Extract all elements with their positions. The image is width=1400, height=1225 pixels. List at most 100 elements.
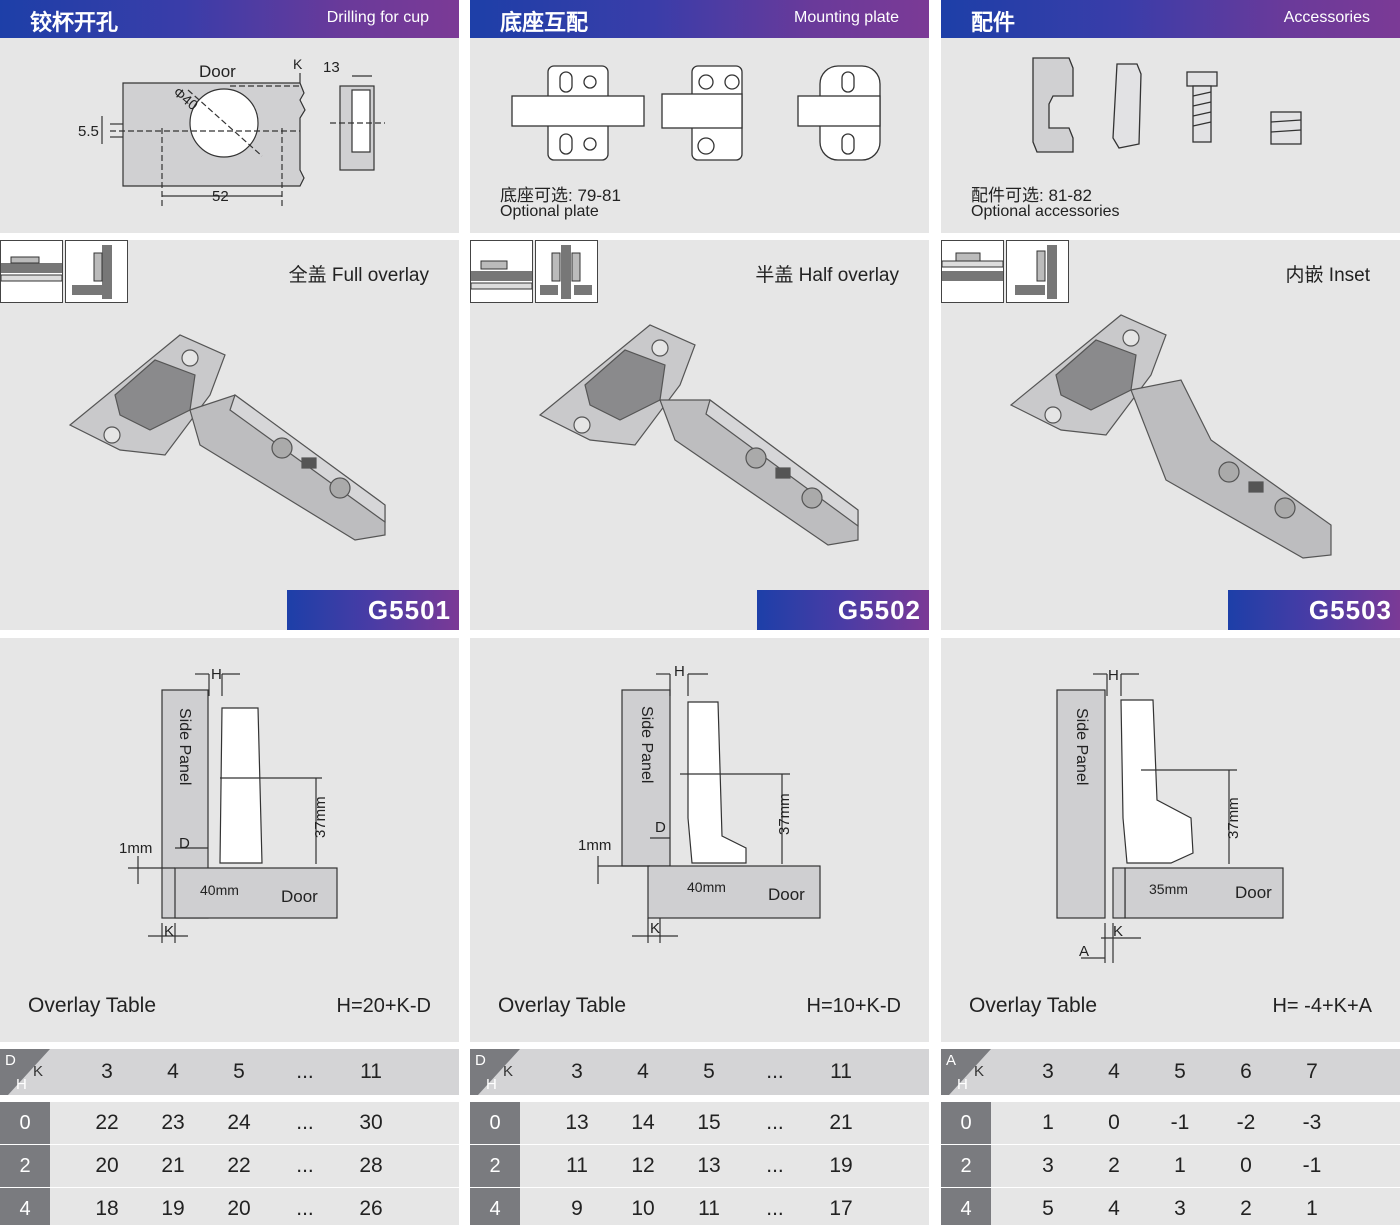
drill-k-label: K [293, 56, 303, 72]
k-value: 5 [703, 1060, 715, 1083]
d-label: D [179, 835, 190, 852]
k-value: 4 [167, 1060, 179, 1083]
model-badge: G5501 [287, 590, 459, 630]
k-value: 4 [1108, 1060, 1120, 1083]
model-badge: G5503 [1228, 590, 1400, 630]
drilling-diagram: Door K 13 5.5 Φ40 52 [78, 56, 385, 206]
accessories-cn: 配件可选: 81-82 [971, 186, 1092, 205]
k-value: 5 [233, 1060, 245, 1083]
product-panel-g5503: 内嵌 Inset G5503 [941, 240, 1400, 630]
header-en: Drilling for cup [326, 9, 429, 26]
drill-52-label: 52 [212, 188, 229, 205]
table-row: 0 22 23 24 ... 30 [0, 1102, 459, 1144]
table-row: 4 9 10 11 ... 17 [470, 1188, 929, 1225]
model-badge: G5502 [757, 590, 929, 630]
side-panel-label: Side Panel [638, 706, 655, 783]
mounting-panel: 底座可选: 79-81 Optional plate [470, 38, 929, 233]
k-value: 3 [571, 1060, 583, 1083]
cup-label: 35mm [1149, 881, 1188, 897]
overlay-type-title: 内嵌 Inset [1285, 265, 1370, 286]
h-label: H [211, 666, 222, 683]
depth-label: 37mm [776, 793, 793, 835]
overlay-diagram: Side Panel Door H D K 1mm 40mm 37mm [119, 666, 338, 943]
k-label: K [1113, 923, 1123, 940]
k-value: 7 [1306, 1060, 1318, 1083]
drill-55-label: 5.5 [78, 123, 99, 140]
side-panel-label: Side Panel [1073, 708, 1090, 785]
table-header-row: D H K 3 4 5 ... 11 [470, 1049, 929, 1095]
overlay-diagram-panel: Side Panel Door H D K 1mm 40mm 37mm Over… [0, 638, 459, 1042]
mounting-cn: 底座可选: 79-81 [500, 186, 621, 205]
k-value: 5 [1174, 1060, 1186, 1083]
table-corner: D H K [470, 1049, 520, 1095]
table-row: 4 18 19 20 ... 26 [0, 1188, 459, 1225]
mounting-plates-image [511, 65, 881, 161]
column-g5503: 配件 Accessories 配件可选: 81-82 Optional acce… [941, 0, 1400, 1225]
header-cn: 配件 [971, 10, 1016, 35]
gap-label: 1mm [119, 840, 152, 857]
side-panel-label: Side Panel [176, 708, 193, 785]
overlay-diagram: Side Panel Door H K A 35mm 37mm [1056, 667, 1284, 963]
cup-label: 40mm [687, 879, 726, 895]
k-value: 6 [1240, 1060, 1252, 1083]
k-value: 3 [101, 1060, 113, 1083]
overlay-diagram: Side Panel Door H D K 1mm 40mm 37mm [578, 663, 821, 943]
k-value: 11 [360, 1060, 382, 1083]
overlay-type-title: 全盖 Full overlay [288, 265, 429, 286]
depth-label: 37mm [1225, 797, 1242, 839]
product-panel-g5502: 半盖 Half overlay G5502 [470, 240, 929, 630]
k-value: ... [296, 1060, 314, 1083]
table-title: Overlay Table [498, 994, 627, 1017]
formula: H=10+K-D [806, 995, 902, 1017]
table-header-row: D H K 3 4 5 ... 11 [0, 1049, 459, 1095]
table-row: 0 13 14 15 ... 21 [470, 1102, 929, 1144]
door-label: Door [281, 887, 318, 906]
table-row: 2 3 2 1 0 -1 [941, 1145, 1400, 1187]
table-title: Overlay Table [28, 994, 157, 1017]
overlay-diagram-panel: Side Panel Door H K A 35mm 37mm Overlay … [941, 638, 1400, 1042]
header-cn: 底座互配 [500, 10, 589, 35]
overlay-thumb-1 [0, 240, 63, 303]
column-g5502: 底座互配 Mounting plate 底座可选: [470, 0, 929, 1225]
table-corner: D H K [0, 1049, 50, 1095]
accessories-panel: 配件可选: 81-82 Optional accessories [941, 38, 1400, 233]
overlay-thumb-2 [535, 240, 598, 303]
k-value: 4 [637, 1060, 649, 1083]
header-cn: 铰杯开孔 [30, 10, 119, 35]
table-corner: A H K [941, 1049, 991, 1095]
cup-label: 40mm [200, 882, 239, 898]
k-value: 11 [830, 1060, 852, 1083]
h-label: H [1108, 667, 1119, 684]
accessories-image [1032, 57, 1302, 153]
overlay-thumb-1 [941, 240, 1004, 303]
header-en: Mounting plate [794, 9, 899, 26]
table-row: 2 11 12 13 ... 19 [470, 1145, 929, 1187]
hinge-image [538, 324, 859, 546]
k-value: 3 [1042, 1060, 1054, 1083]
table-row: 0 1 0 -1 -2 -3 [941, 1102, 1400, 1144]
overlay-type-title: 半盖 Half overlay [755, 265, 899, 286]
mounting-en: Optional plate [500, 203, 599, 220]
hinge-image [1009, 314, 1332, 559]
overlay-thumb-2 [1006, 240, 1069, 303]
drilling-panel: Door K 13 5.5 Φ40 52 [0, 38, 459, 233]
column-g5501: 铰杯开孔 Drilling for cup [0, 0, 459, 1225]
accessories-en: Optional accessories [971, 203, 1120, 220]
hinge-image [68, 334, 386, 541]
section-header-accessories: 配件 Accessories [941, 0, 1400, 38]
table-row: 4 5 4 3 2 1 [941, 1188, 1400, 1225]
k-label: K [164, 923, 174, 940]
drill-13-label: 13 [323, 59, 340, 76]
depth-label: 37mm [312, 796, 329, 838]
table-row: 2 20 21 22 ... 28 [0, 1145, 459, 1187]
drill-door-label: Door [199, 62, 236, 81]
formula: H= -4+K+A [1272, 995, 1372, 1017]
table-header-row: A H K 3 4 5 6 7 [941, 1049, 1400, 1095]
table-title: Overlay Table [969, 994, 1098, 1017]
header-en: Accessories [1283, 9, 1370, 26]
overlay-thumb-1 [470, 240, 533, 303]
section-header-mounting: 底座互配 Mounting plate [470, 0, 929, 38]
k-label: K [650, 920, 660, 937]
product-panel-g5501: 全盖 Full overlay G5501 [0, 240, 459, 630]
gap-label: 1mm [578, 837, 611, 854]
